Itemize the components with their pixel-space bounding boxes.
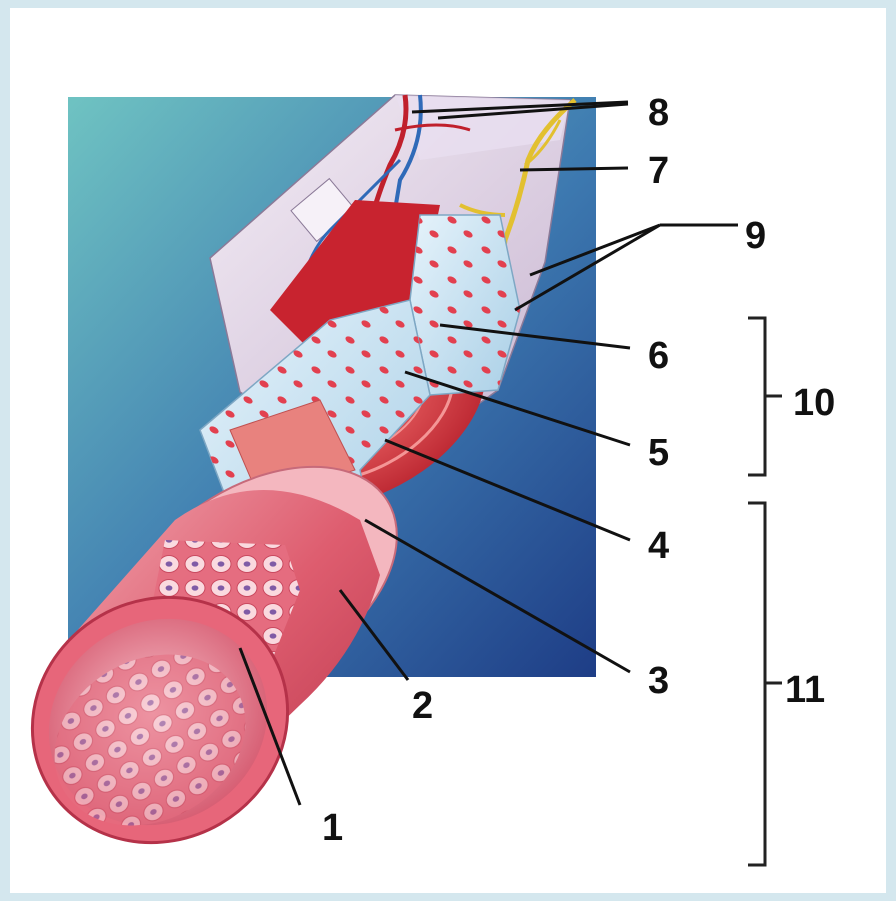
external-elastic-membrane bbox=[410, 215, 520, 395]
label-6: 6 bbox=[648, 335, 669, 377]
label-4: 4 bbox=[648, 525, 669, 567]
label-10: 10 bbox=[793, 382, 835, 424]
label-5: 5 bbox=[648, 432, 669, 474]
label-11: 11 bbox=[785, 669, 825, 711]
label-1: 1 bbox=[322, 807, 343, 849]
bracket-11 bbox=[748, 503, 782, 865]
label-3: 3 bbox=[648, 660, 669, 702]
label-8: 8 bbox=[648, 92, 669, 134]
bracket-10 bbox=[748, 318, 782, 475]
label-7: 7 bbox=[648, 150, 669, 192]
label-2: 2 bbox=[412, 685, 433, 727]
leader-line-7 bbox=[520, 168, 628, 170]
label-9: 9 bbox=[745, 215, 766, 257]
